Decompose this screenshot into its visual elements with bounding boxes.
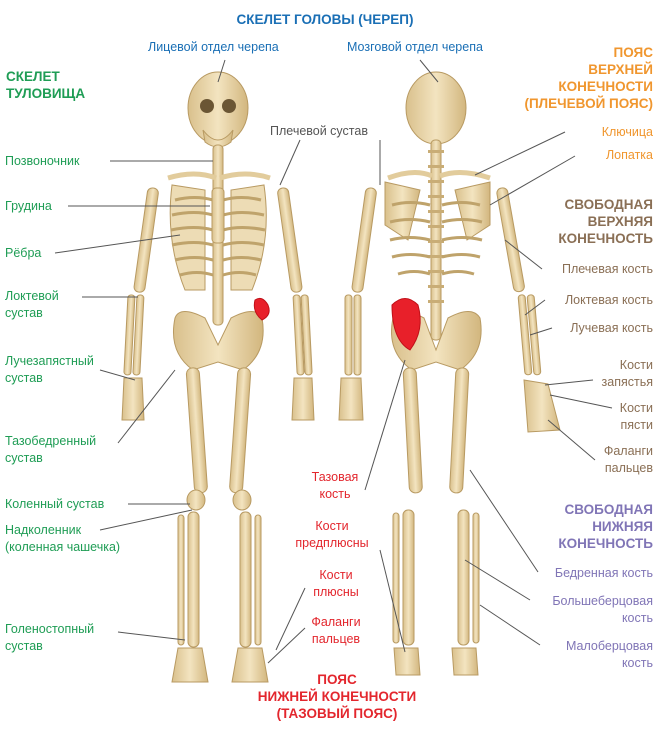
label-facial-skull: Лицевой отдел черепа (148, 40, 279, 54)
label-ulna: Локтевая кость (564, 293, 653, 307)
label-radius: Лучевая кость (570, 321, 653, 335)
heading-upper-girdle: ПОЯС ВЕРХНЕЙ КОНЕЧНОСТИ (ПЛЕЧЕВОЙ ПОЯС) (524, 45, 653, 111)
label-brain-skull: Мозговой отдел черепа (347, 40, 483, 54)
label-femur: Бедренная кость (554, 566, 653, 580)
label-shoulder-joint: Плечевой сустав (270, 124, 368, 138)
label-sternum: Грудина (5, 199, 52, 213)
label-scapula: Лопатка (605, 148, 653, 162)
back-skeleton (338, 71, 561, 676)
heading-free-lower-limb: СВОБОДНАЯ НИЖНЯЯ КОНЕЧНОСТЬ (558, 502, 653, 551)
front-skeleton (121, 71, 315, 683)
label-clavicle: Ключица (601, 125, 653, 139)
label-patella: Надколенник(коленная чашечка) (5, 523, 121, 554)
heading-trunk: СКЕЛЕТ ТУЛОВИЩА (6, 69, 86, 101)
label-humerus: Плечевая кость (561, 262, 653, 276)
heading-lower-girdle: ПОЯС НИЖНЕЙ КОНЕЧНОСТИ (ТАЗОВЫЙ ПОЯС) (257, 672, 417, 721)
label-spine: Позвоночник (5, 154, 80, 168)
label-ribs: Рёбра (5, 246, 42, 260)
label-knee-joint: Коленный сустав (5, 497, 105, 511)
heading-skull: СКЕЛЕТ ГОЛОВЫ (ЧЕРЕП) (236, 12, 414, 27)
heading-free-upper-limb: СВОБОДНАЯ ВЕРХНЯЯ КОНЕЧНОСТЬ (558, 197, 653, 246)
leader-lines (54, 59, 613, 664)
